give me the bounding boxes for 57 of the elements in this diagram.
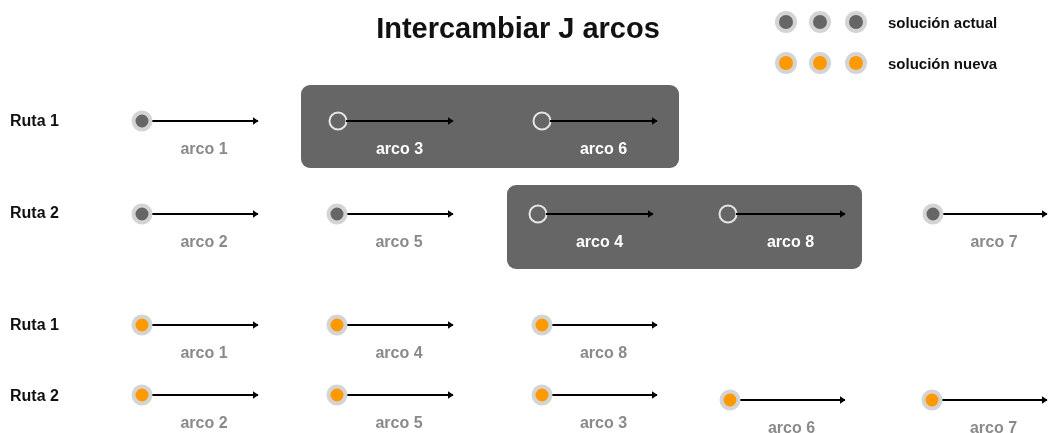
edge-label: arco 4	[375, 344, 423, 362]
highlight-panel	[301, 85, 679, 168]
edge-label: arco 8	[579, 344, 628, 362]
arrow	[345, 118, 454, 124]
route-label: Ruta 2	[10, 387, 59, 405]
arrow	[345, 322, 454, 328]
edge-label: arco 7	[970, 233, 1018, 251]
arrow	[345, 392, 454, 398]
node-dot	[531, 314, 553, 336]
node-dot	[921, 389, 943, 411]
highlight-panel	[507, 185, 862, 269]
arrow	[735, 211, 846, 217]
edge-label: arco 1	[180, 344, 228, 362]
node-dot	[326, 314, 348, 336]
arrow	[150, 322, 259, 328]
edge-label: arco 5	[375, 233, 423, 251]
hollow-node	[528, 204, 548, 224]
node-dot	[531, 384, 553, 406]
node-dot	[922, 203, 944, 225]
node-dot	[131, 203, 153, 225]
arrow	[545, 211, 654, 217]
edge-label: arco 2	[180, 233, 228, 251]
edge-label: arco 4	[575, 233, 624, 251]
arrow	[738, 397, 846, 403]
edge-label: arco 3	[375, 140, 424, 158]
edge-label: arco 5	[375, 414, 423, 432]
arrow	[941, 211, 1048, 217]
arrow	[150, 392, 259, 398]
node-dot	[326, 384, 348, 406]
node-dot	[131, 314, 153, 336]
route-label: Ruta 2	[10, 204, 59, 222]
node-dot	[719, 389, 741, 411]
edge-label: arco 1	[180, 140, 228, 158]
edge-label: arco 6	[579, 140, 628, 158]
edge-label: arco 6	[767, 419, 816, 433]
arrow	[550, 392, 658, 398]
diagram-title: Intercambiar J arcos	[375, 12, 661, 45]
hollow-node	[532, 111, 552, 131]
node-dot	[131, 384, 153, 406]
hollow-node	[718, 204, 738, 224]
legend-label: solución nueva	[888, 54, 998, 72]
edge-label: arco 7	[969, 419, 1018, 433]
route-label: Ruta 1	[10, 112, 59, 130]
node-dot	[326, 203, 348, 225]
edge-label: arco 3	[579, 414, 628, 432]
hollow-node	[328, 111, 348, 131]
edge-label: arco 2	[180, 414, 228, 432]
legend-label: solución actual	[888, 13, 998, 31]
arrow	[150, 118, 259, 124]
route-label: Ruta 1	[10, 316, 59, 334]
node-dot	[131, 110, 153, 132]
arrow	[345, 211, 454, 217]
arrow	[550, 322, 658, 328]
arrow	[940, 397, 1048, 403]
arrow	[549, 118, 658, 124]
edge-label: arco 8	[766, 233, 815, 251]
arrow	[150, 211, 259, 217]
